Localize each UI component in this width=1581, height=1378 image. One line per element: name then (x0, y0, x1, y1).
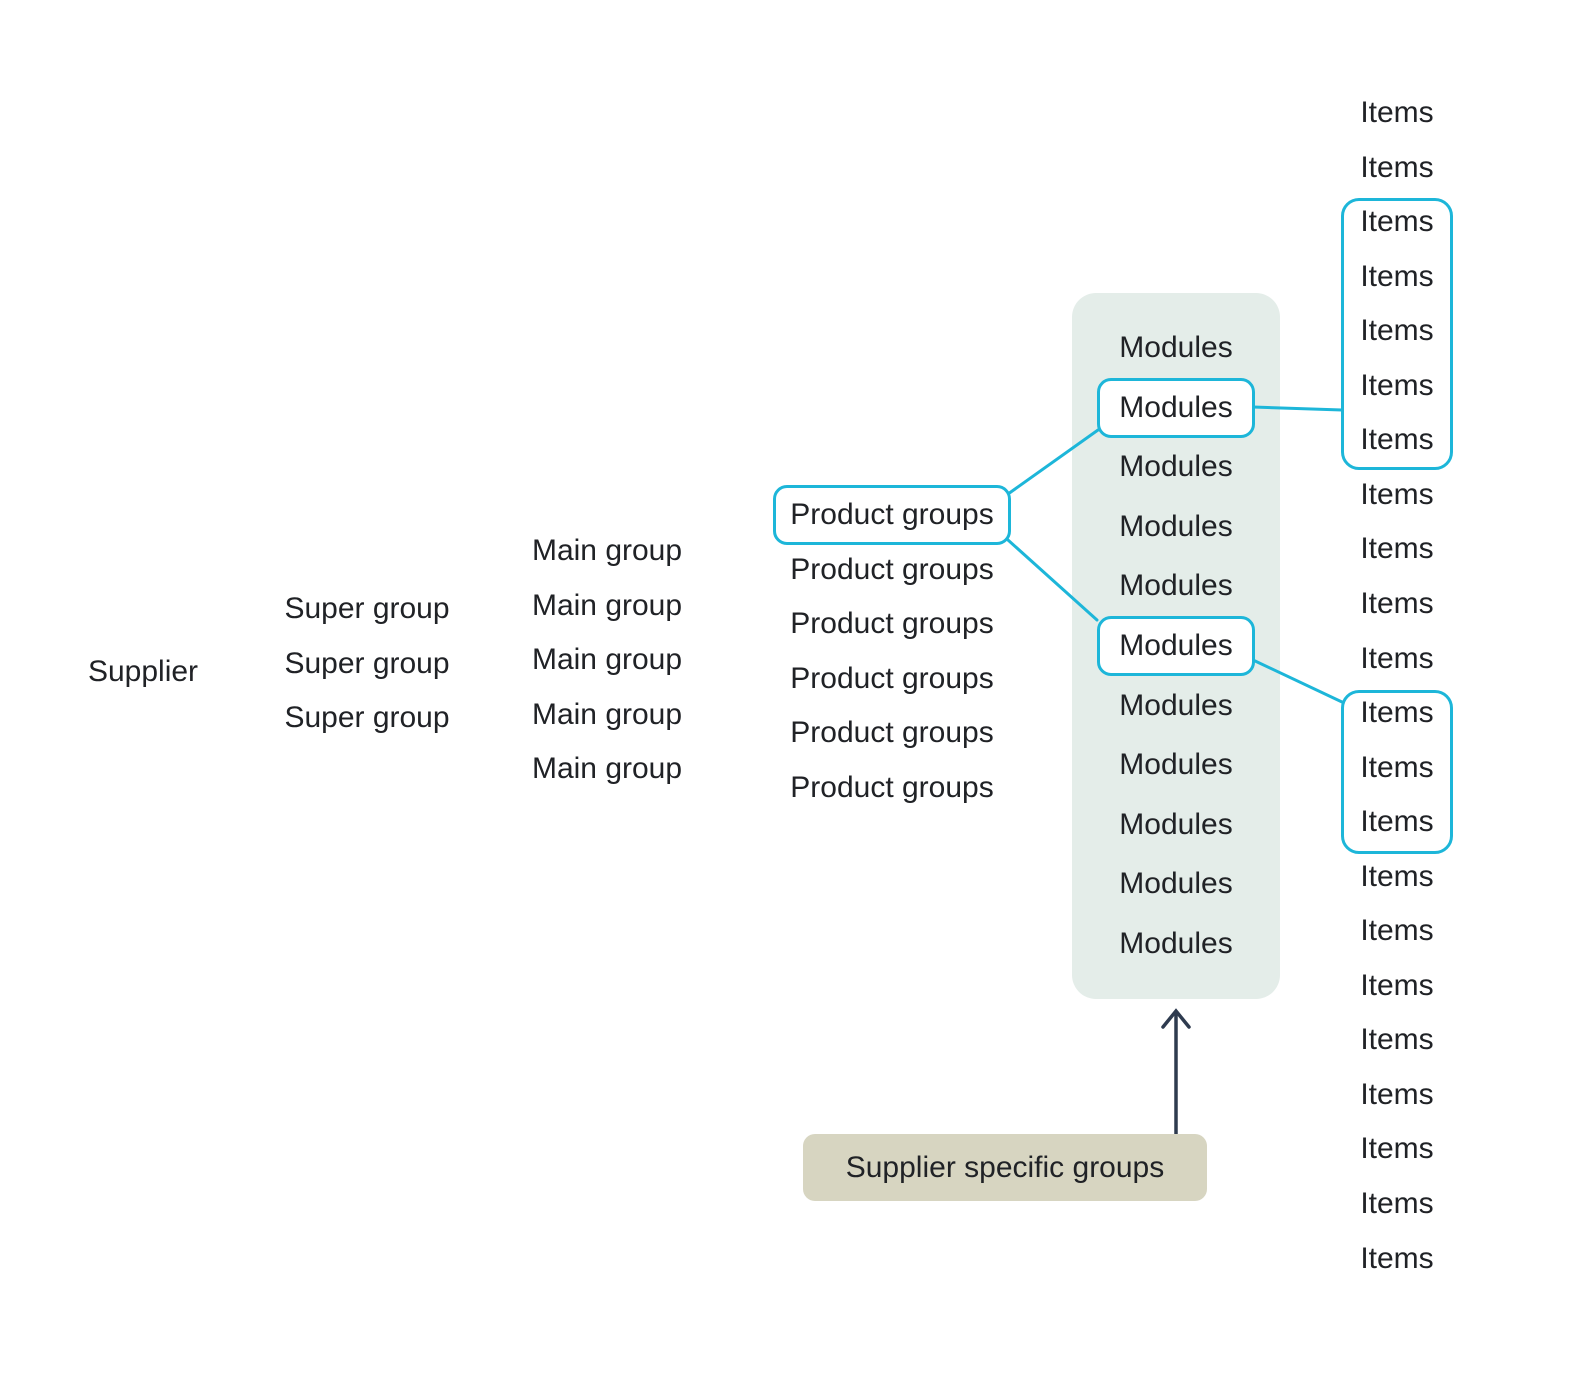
modules-highlight-box (1097, 377, 1255, 438)
main-group-label: Main group (531, 752, 683, 786)
items-label: Items (1360, 805, 1434, 839)
items-label: Items (1360, 696, 1434, 730)
connector-module2-to-items-group-2 (1251, 658, 1344, 704)
items-label: Items (1360, 1241, 1434, 1275)
items-label: Items (1360, 859, 1434, 893)
items-label: Items (1360, 150, 1434, 184)
modules-label: Modules (1119, 629, 1233, 662)
items-label: Items (1360, 259, 1434, 293)
main-group-label: Main group (531, 643, 683, 677)
modules-highlight-box (1097, 616, 1255, 676)
super-group-label: Super group (284, 592, 450, 625)
up-arrow-head (1161, 1008, 1191, 1029)
modules-label: Modules (1119, 688, 1233, 722)
items-label: Items (1360, 968, 1434, 1002)
items-label: Items (1360, 1023, 1434, 1057)
items-label: Items (1360, 314, 1434, 348)
items-label: Items (1360, 641, 1434, 675)
modules-label: Modules (1119, 867, 1233, 901)
modules-label: Modules (1119, 927, 1233, 960)
super-group-label: Super group (284, 646, 450, 680)
items-label: Items (1360, 586, 1434, 620)
items-label: Items (1360, 1187, 1434, 1220)
items-label: Items (1360, 1132, 1434, 1166)
product-groups-label: Product groups (790, 607, 994, 640)
connector-productgroup-to-module-1 (1006, 428, 1100, 496)
main-group-label: Main group (531, 534, 683, 567)
modules-label: Modules (1119, 748, 1233, 782)
product-groups-label: Product groups (790, 498, 994, 531)
items-label: Items (1360, 423, 1434, 457)
connector-productgroup-to-module-2 (1006, 538, 1099, 622)
super-group-label: Super group (284, 701, 450, 735)
items-label: Items (1360, 205, 1434, 239)
items-label: Items (1360, 477, 1434, 511)
product-groups-label: Product groups (790, 552, 994, 586)
items-label: Items (1360, 96, 1434, 129)
items-label: Items (1360, 368, 1434, 402)
items-label: Items (1360, 532, 1434, 566)
main-group-label: Main group (531, 588, 683, 622)
product-groups-label: Product groups (790, 716, 994, 749)
up-arrow-icon (1161, 1008, 1191, 1136)
modules-label: Modules (1119, 331, 1233, 364)
items-label: Items (1360, 1077, 1434, 1111)
items-group-box-2 (1341, 690, 1453, 854)
product-groups-label: Product groups (790, 661, 994, 695)
modules-label: Modules (1119, 509, 1233, 543)
connector-module1-to-items-group-1 (1251, 405, 1344, 412)
items-group-box-1 (1341, 198, 1453, 470)
items-label: Items (1360, 914, 1434, 948)
modules-label: Modules (1119, 569, 1233, 603)
product-groups-label: Product groups (790, 770, 994, 804)
main-group-label: Main group (531, 697, 683, 731)
modules-label: Modules (1119, 450, 1233, 484)
items-label: Items (1360, 750, 1434, 784)
supplier-specific-groups-label: Supplier specific groups (803, 1134, 1207, 1201)
modules-label: Modules (1119, 807, 1233, 841)
supplier-label: Supplier (87, 655, 199, 688)
product-groups-highlight-box (773, 485, 1011, 545)
modules-label: Modules (1119, 390, 1233, 424)
